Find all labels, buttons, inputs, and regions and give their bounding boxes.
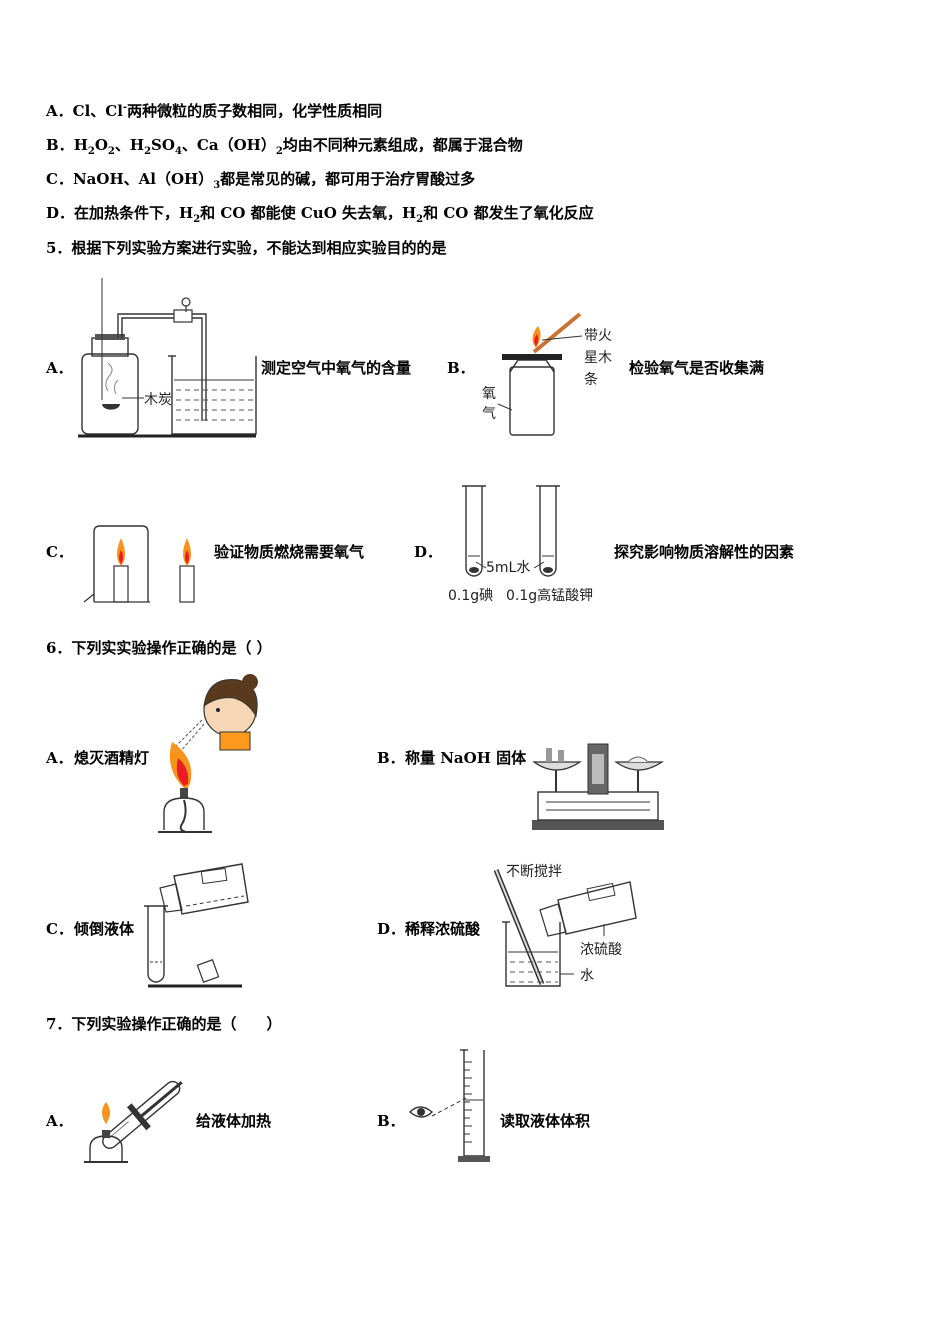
q5-d-figure: 5mL水 0.1g碘 0.1g高锰酸钾 [448, 485, 593, 604]
q5-a-letter: A． [46, 359, 73, 377]
q6-d-acid-label: 浓硫酸 [580, 942, 622, 958]
q6-d-letter: D． [377, 920, 406, 938]
q5-b-letter: B． [447, 359, 475, 377]
q5-stem: 5．根据下列实验方案进行实验，不能达到相应实验目的的是 [46, 239, 447, 257]
q4-option-b: B．H2O2、H2SO4、Ca（OH）2均由不同种元素组成，都属于混合物 [46, 136, 523, 157]
q7-b-figure [408, 1049, 490, 1162]
q5-c-description: 验证物质燃烧需要氧气 [214, 543, 365, 561]
q5-a-charcoal-label: 木炭 [144, 392, 172, 408]
q5-a-figure: 木炭 [78, 278, 257, 438]
q5-b-stick-label-3: 条 [584, 371, 598, 388]
q6-d-description: 稀释浓硫酸 [405, 920, 481, 938]
q5-b-stick-label-2: 星木 [584, 350, 612, 366]
q4-option-c: C．NaOH、Al（OH）3都是常见的碱，都可用于治疗胃酸过多 [46, 170, 476, 191]
q5-c-letter: C． [46, 543, 73, 561]
q7-b-description: 读取液体体积 [500, 1112, 591, 1130]
q5-c-figure [83, 525, 195, 603]
q7-a-figure [84, 1080, 183, 1163]
q6-c-letter: C． [46, 920, 73, 938]
q7-a-letter: A． [46, 1112, 73, 1130]
q6-d-stir-label: 不断搅拌 [506, 864, 562, 880]
q5-b-oxygen-label-2: 气 [482, 406, 496, 422]
q5-b-stick-label-1: 带火 [584, 328, 612, 344]
q5-b-figure: 带火 星木 条 氧 气 [482, 312, 612, 436]
q5-b-description: 检验氧气是否收集满 [629, 359, 765, 377]
q5-d-water-label: 5mL水 [486, 560, 530, 576]
q5-d-iodine-label: 0.1g碘 [448, 588, 493, 604]
q6-b-letter: B． [377, 749, 405, 767]
q5-d-description: 探究影响物质溶解性的因素 [614, 543, 795, 561]
q5-b-oxygen-label-1: 氧 [482, 386, 496, 402]
q6-d-figure: 不断搅拌 浓硫酸 水 [493, 864, 637, 987]
q6-a-description: 熄灭酒精灯 [74, 749, 150, 767]
q5-d-letter: D． [414, 543, 443, 561]
q7-stem: 7．下列实验操作正确的是（ ） [46, 1015, 282, 1033]
q4-option-a: A．Cl、Cl-两种微粒的质子数相同，化学性质相同 [46, 102, 383, 120]
q5-d-permanganate-label: 0.1g高锰酸钾 [506, 587, 593, 604]
q6-a-figure [158, 674, 258, 833]
q6-stem: 6．下列实实验操作正确的是（ ） [46, 639, 272, 657]
q4-option-d: D．在加热条件下，H2和 CO 都能使 CuO 失去氧，H2和 CO 都发生了氧… [46, 204, 594, 225]
q7-a-description: 给液体加热 [196, 1112, 272, 1130]
q7-b-letter: B． [377, 1112, 405, 1130]
q6-b-figure [532, 743, 664, 830]
q6-a-letter: A． [46, 749, 73, 767]
q6-b-description: 称量 NaOH 固体 [405, 749, 527, 767]
q6-d-water-label: 水 [580, 968, 594, 984]
q6-c-description: 倾倒液体 [74, 920, 135, 938]
q5-a-description: 测定空气中氧气的含量 [261, 359, 412, 377]
q6-c-figure [144, 863, 249, 988]
